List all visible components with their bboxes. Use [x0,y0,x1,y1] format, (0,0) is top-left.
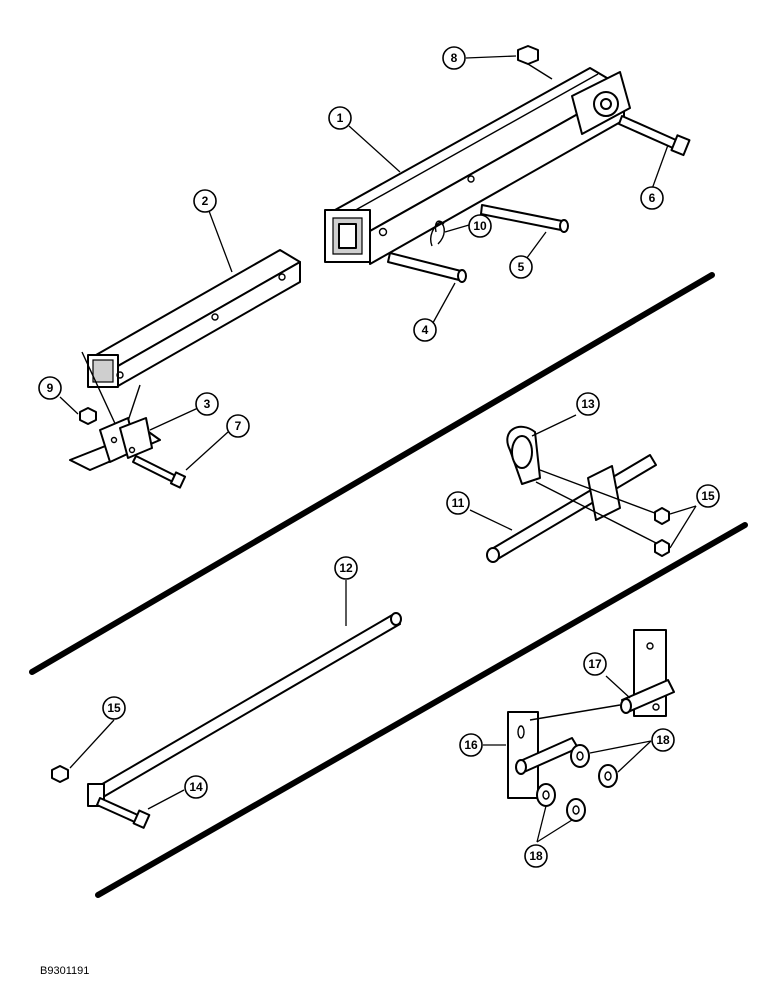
part-12-long-rod [87,612,402,807]
part-1-square-tube [324,67,631,265]
callout-5: 5 [509,255,533,279]
svg-text:13: 13 [581,397,595,411]
part-17-pivot-bracket [620,629,675,717]
callout-9: 9 [38,376,62,400]
svg-text:16: 16 [464,738,478,752]
callout-2: 2 [193,189,217,213]
svg-text:14: 14 [189,780,203,794]
part-3-shoe-plate [69,417,161,471]
svg-text:15: 15 [701,489,715,503]
part-7-bolt [132,455,187,489]
part-15-nut-lower [51,765,69,783]
callout-18-upper: 18 [651,728,675,752]
svg-text:8: 8 [451,51,458,65]
part-11-rod [486,454,661,563]
svg-text:3: 3 [204,397,211,411]
callout-14: 14 [184,775,208,799]
svg-text:11: 11 [452,496,465,510]
divider-line-lower [95,522,748,898]
part-2-square-tube [81,249,301,431]
callout-6: 6 [640,186,664,210]
part-6-bolt [618,115,691,157]
svg-text:10: 10 [473,219,487,233]
part-15-nut-upper [654,507,670,557]
svg-text:12: 12 [339,561,353,575]
svg-text:9: 9 [47,381,54,395]
callout-11: 11 [446,491,470,515]
part-5-pin [480,204,569,233]
part-10-hairpin-clip [430,220,445,247]
svg-text:2: 2 [202,194,209,208]
svg-text:17: 17 [588,657,602,671]
svg-text:15: 15 [107,701,121,715]
callout-16: 16 [459,733,483,757]
callout-10: 10 [468,214,492,238]
part-14-bolt [96,797,151,829]
svg-text:1: 1 [337,111,344,125]
callout-7: 7 [226,414,250,438]
figure-id-label: B9301191 [40,965,90,977]
part-4-pin [387,252,467,283]
part-16-pivot-bracket [507,704,621,799]
svg-text:4: 4 [422,323,429,337]
part-8-nut [517,45,553,80]
callout-4: 4 [413,318,437,342]
svg-text:18: 18 [529,849,543,863]
svg-text:6: 6 [649,191,656,205]
callout-15-lower: 15 [102,696,126,720]
divider-line-upper [29,272,715,675]
callout-1: 1 [328,106,352,130]
callout-8: 8 [442,46,466,70]
part-18-washers [536,744,618,822]
callout-12: 12 [334,556,358,580]
svg-text:5: 5 [518,260,525,274]
callout-18-lower: 18 [524,844,548,868]
part-9-nut [79,407,97,425]
callout-3: 3 [195,392,219,416]
leader-lines [59,55,697,843]
callout-15-upper: 15 [696,484,720,508]
svg-text:7: 7 [235,419,242,433]
callout-13: 13 [576,392,600,416]
svg-text:18: 18 [656,733,670,747]
part-13-clamp-bracket [506,425,541,485]
callout-17: 17 [583,652,607,676]
